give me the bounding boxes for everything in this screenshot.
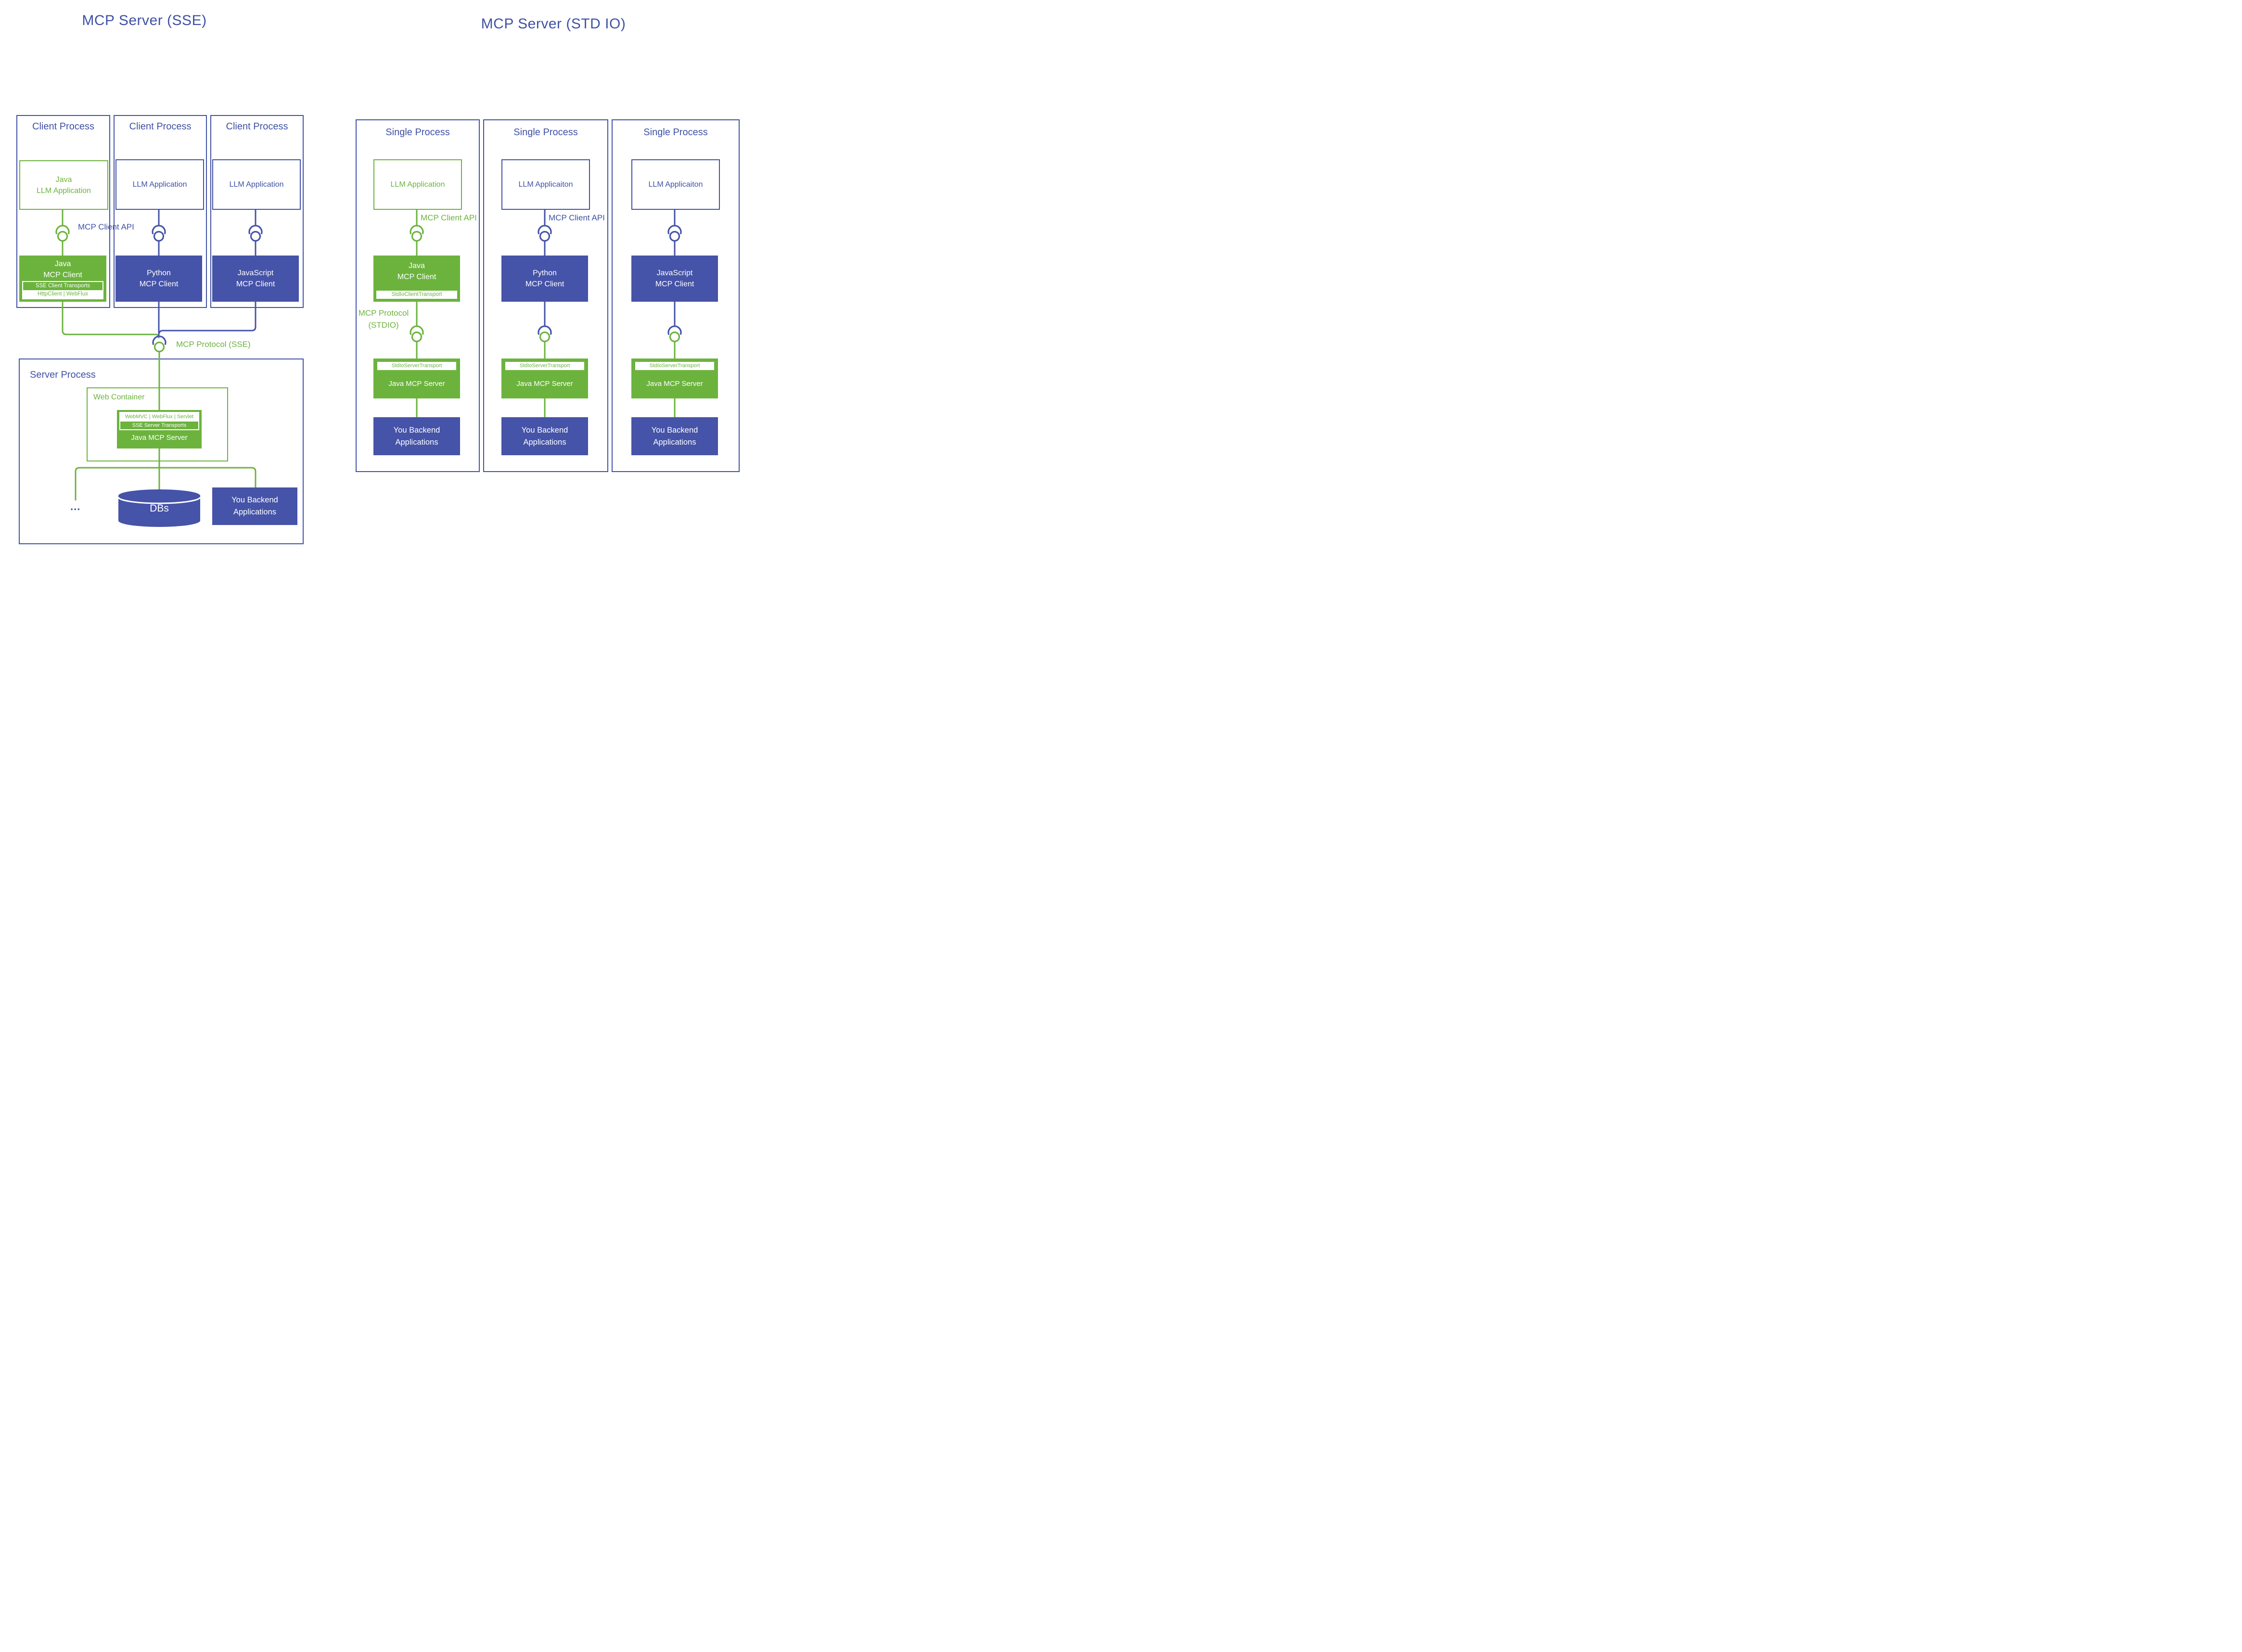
java-mcp-server-label: Java MCP Server [388, 380, 445, 388]
dbs-label: DBs [150, 503, 169, 514]
client-name-line: MCP Client [397, 273, 436, 281]
server-transport-strips: StdIoServerTransport [505, 362, 584, 370]
java-mcp-server-label: Java MCP Server [516, 380, 573, 388]
backend-label-line: Applications [395, 437, 438, 447]
backend-label-line: You Backend [521, 425, 568, 435]
web-container-label: Web Container [93, 393, 145, 401]
stdio-client-transport-strip: StdIoClientTransport [376, 291, 457, 299]
stdio-java-mcp-server-1: StdIoServerTransport Java MCP Server [373, 359, 460, 398]
stdio-single-process-2: Single Process [483, 119, 608, 472]
server-transport-strips: StdIoServerTransport [377, 362, 456, 370]
sse-java-mcp-server: WebMVC | WebFlux | Servlet SSE Server Tr… [117, 410, 202, 448]
stdio-mcp-client-api-label-2: MCP Client API [549, 213, 605, 222]
client-name-line: MCP Client [236, 280, 275, 288]
stdio-llm-application-2: LLM Applicaiton [501, 159, 590, 210]
webmvc-webflux-servlet-strip: WebMVC | WebFlux | Servlet [120, 413, 198, 421]
stdio-python-mcp-client: Python MCP Client [501, 256, 588, 302]
stdio-backend-applications-3: You Backend Applications [631, 417, 718, 455]
stdio-backend-applications-1: You Backend Applications [373, 417, 460, 455]
stdio-single-process-1: Single Process [356, 119, 480, 472]
sse-llm-application-3: LLM Application [212, 159, 301, 210]
stdio-llm-application-3: LLM Applicaiton [631, 159, 720, 210]
backend-label-line: Applications [523, 437, 566, 447]
sse-server-transports-strip: SSE Server Transports [120, 421, 198, 429]
stdio-backend-applications-2: You Backend Applications [501, 417, 588, 455]
socket-icon [152, 335, 167, 353]
stdio-java-mcp-server-3: StdIoServerTransport Java MCP Server [631, 359, 718, 398]
server-transport-strips: WebMVC | WebFlux | Servlet SSE Server Tr… [119, 412, 199, 430]
sse-java-mcp-client: Java MCP Client SSE Client Transports Ht… [19, 256, 106, 302]
client-name-line: MCP Client [139, 280, 179, 288]
server-process-label: Server Process [30, 370, 96, 380]
client-name-line: Java [409, 262, 425, 270]
more-resources-ellipsis: ... [70, 500, 81, 512]
client-name-line: MCP Client [655, 280, 694, 288]
process-label: Single Process [513, 127, 578, 138]
client-name-line: JavaScript [237, 269, 274, 277]
llm-label-line: LLM Application [37, 186, 91, 195]
stdio-javascript-mcp-client: JavaScript MCP Client [631, 256, 718, 302]
process-label: Client Process [129, 121, 192, 132]
backend-label-line: You Backend [651, 425, 698, 435]
sse-mcp-protocol-label: MCP Protocol (SSE) [176, 340, 251, 349]
stdio-mcp-protocol-label: MCP Protocol (STDIO) [354, 307, 413, 331]
java-mcp-server-label: Java MCP Server [131, 434, 188, 442]
stdio-single-process-3: Single Process [612, 119, 740, 472]
llm-label-line: LLM Applicaiton [518, 180, 573, 189]
client-name-line: MCP Client [43, 271, 82, 279]
process-label: Client Process [32, 121, 94, 132]
sse-backend-applications: You Backend Applications [212, 487, 297, 525]
backend-label-line: You Backend [393, 425, 440, 435]
sse-mcp-client-api-label: MCP Client API [78, 222, 134, 231]
sse-title: MCP Server (SSE) [82, 13, 207, 28]
client-name-line: Python [533, 269, 557, 277]
stdio-server-transport-strip: StdIoServerTransport [635, 362, 714, 370]
sse-python-mcp-client: Python MCP Client [115, 256, 202, 302]
client-name-line: MCP Client [525, 280, 564, 288]
protocol-label-line: (STDIO) [368, 320, 399, 330]
stdio-java-mcp-client: Java MCP Client StdIoClientTransport [373, 256, 460, 302]
server-transport-strips: StdIoServerTransport [635, 362, 714, 370]
java-mcp-server-label: Java MCP Server [646, 380, 703, 388]
sse-javascript-mcp-client: JavaScript MCP Client [212, 256, 299, 302]
sse-client-process-3: Client Process [210, 115, 304, 308]
process-label: Single Process [385, 127, 450, 138]
sse-client-transports-strip: SSE Client Transports [23, 282, 102, 290]
stdio-title: MCP Server (STD IO) [481, 16, 626, 32]
process-label: Client Process [226, 121, 288, 132]
backend-label-line: Applications [233, 508, 276, 516]
sse-llm-application-java: Java LLM Application [19, 160, 108, 210]
client-name-line: Python [147, 269, 171, 277]
stdio-llm-application-1: LLM Application [373, 159, 462, 210]
client-name-line: JavaScript [656, 269, 693, 277]
transport-strips: SSE Client Transports HttpClient | WebFl… [22, 281, 103, 299]
mcp-architecture-diagram: MCP Server (SSE) MCP Server (STD IO) [0, 0, 747, 551]
llm-label-line: LLM Applicaiton [648, 180, 703, 189]
llm-label-line: LLM Application [390, 180, 445, 189]
backend-label-line: You Backend [231, 496, 278, 504]
stdio-mcp-client-api-label-1: MCP Client API [421, 213, 477, 222]
process-label: Single Process [643, 127, 708, 138]
transport-strips: StdIoClientTransport [376, 291, 457, 299]
sse-web-container: Web Container [87, 387, 228, 461]
stdio-server-transport-strip: StdIoServerTransport [505, 362, 584, 370]
llm-label-line: Java [55, 175, 72, 184]
sse-llm-application-2: LLM Application [115, 159, 204, 210]
httpclient-webflux-strip: HttpClient | WebFlux [23, 290, 102, 298]
llm-label-line: LLM Application [132, 180, 187, 189]
client-name-line: Java [54, 260, 71, 268]
stdio-java-mcp-server-2: StdIoServerTransport Java MCP Server [501, 359, 588, 398]
stdio-server-transport-strip: StdIoServerTransport [377, 362, 456, 370]
llm-label-line: LLM Application [229, 180, 284, 189]
backend-label-line: Applications [653, 437, 696, 447]
sse-server-process: Server Process [19, 359, 304, 544]
protocol-label-line: MCP Protocol [358, 308, 409, 318]
